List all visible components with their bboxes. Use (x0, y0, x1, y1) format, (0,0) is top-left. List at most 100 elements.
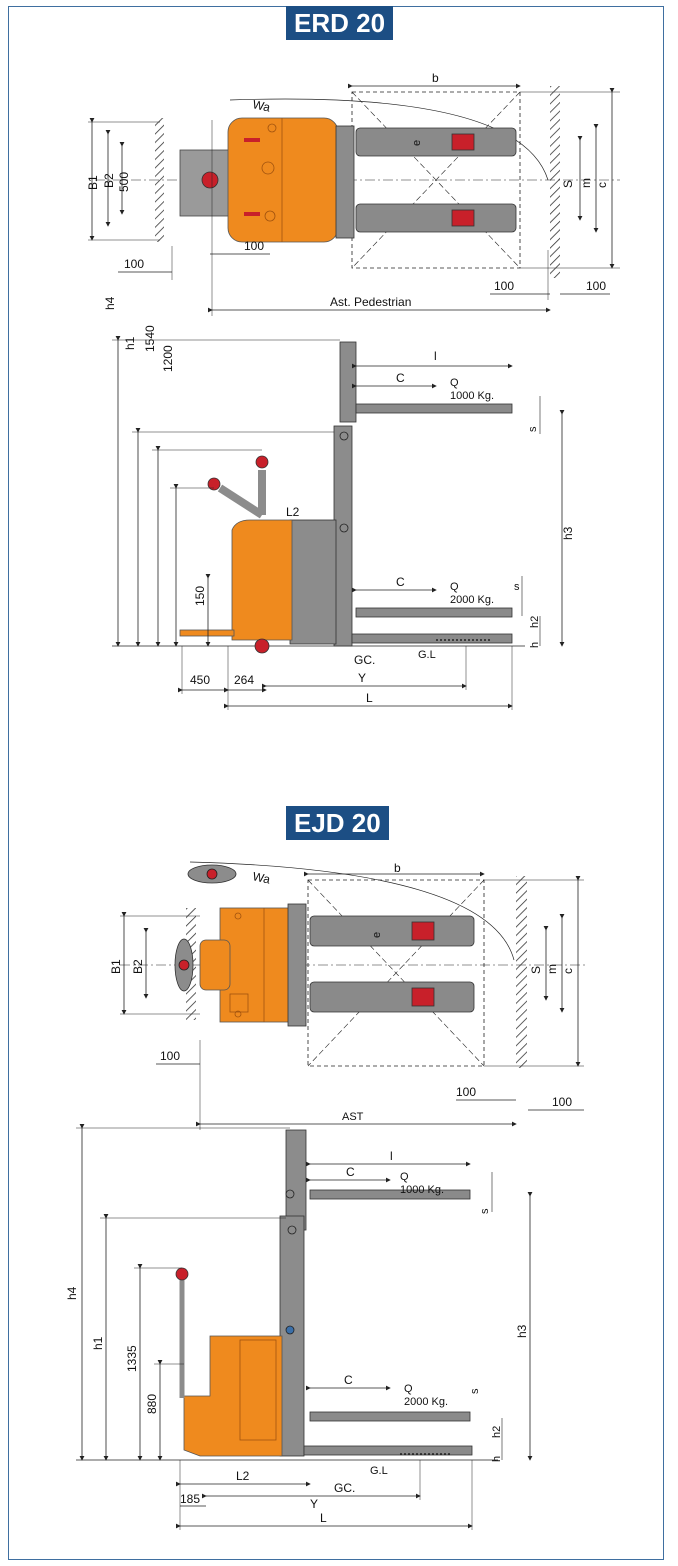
erd-l-total-label: L (366, 691, 373, 705)
ejd-gl-label: G.L (370, 1465, 388, 1477)
ejd-l-total-label: L (320, 1511, 327, 1525)
erd-battery (289, 519, 337, 645)
erd-l-label: l (434, 349, 437, 363)
erd-h-label: h (529, 642, 541, 648)
ejd-100-left-label: 100 (160, 1049, 180, 1063)
ejd-1335-label: 1335 (125, 1345, 139, 1372)
erd-fork-lower (355, 203, 517, 233)
erd-c-bot-label: C (396, 575, 405, 589)
ejd-fork-upper (309, 915, 475, 947)
ejd-load-bot-label: 2000 Kg. (404, 1396, 448, 1408)
erd-20-title: ERD 20 (286, 6, 394, 40)
ejd-20-title: EJD 20 (286, 806, 389, 840)
erd-load-top-label: 1000 Kg. (450, 390, 494, 402)
ejd-c-bot-label: C (344, 1373, 353, 1387)
ejd-right-wall (516, 876, 527, 1068)
erd-h3-label: h3 (561, 526, 575, 540)
ejd-ast-label: AST (342, 1111, 364, 1123)
ejd-fork-lower (309, 981, 475, 1013)
erd-y-label: Y (358, 671, 366, 685)
erd-side-labels: l C Q 1000 Kg. s h4 h1 1540 1200 L2 h3 1… (103, 296, 575, 705)
ejd-s-label: S (529, 966, 543, 974)
ejd-e-label: e (371, 932, 383, 938)
erd-b2-label: B2 (102, 173, 116, 188)
ejd-load-top-label: 1000 Kg. (400, 1184, 444, 1196)
ejd-h1-label: h1 (91, 1336, 105, 1350)
erd-s-label: S (561, 180, 575, 188)
erd-top-view (88, 83, 620, 316)
erd-e-label: e (411, 140, 423, 146)
ejd-side-labels: l C Q 1000 Kg. s h4 h1 1335 880 h3 C Q 2… (65, 1149, 529, 1525)
ejd-c-label: c (561, 968, 575, 974)
ejd-side-view (76, 1124, 533, 1530)
ejd-q-bot-label: Q (404, 1383, 413, 1395)
erd-500-label: 500 (117, 172, 131, 192)
erd-right-wall (550, 86, 560, 278)
ejd-y-label: Y (310, 1497, 318, 1511)
erd-platform-side (179, 629, 235, 637)
erd-100-right-outer-label: 100 (586, 279, 606, 293)
erd-150-label: 150 (193, 586, 207, 606)
ejd-mast-extension (285, 1129, 307, 1231)
erd-load-bot-label: 2000 Kg. (450, 594, 494, 606)
erd-s-bot-label: s (514, 581, 520, 593)
erd-s-top-label: s (527, 426, 539, 432)
erd-fork-raised (355, 403, 513, 414)
erd-top-labels: Wa b B1 B2 500 e S m c 100 100 100 100 A… (86, 71, 609, 309)
erd-fork-upper (355, 127, 517, 157)
erd-gl-label: G.L (418, 649, 436, 661)
ejd-s-bot-label: s (469, 1388, 481, 1394)
ejd-q-top-label: Q (400, 1171, 409, 1183)
ejd-fork-raised (309, 1189, 471, 1200)
erd-h4-label: h4 (103, 296, 117, 310)
erd-mast-extension (339, 341, 357, 423)
ejd-load-outline (307, 879, 485, 1067)
erd-m-label: m (579, 178, 593, 188)
erd-1200-label: 1200 (161, 345, 175, 372)
ejd-base-leg (303, 1445, 473, 1456)
ejd-gc-label: GC. (334, 1481, 355, 1495)
erd-100-mid-label: 100 (244, 239, 264, 253)
erd-q-bot-label: Q (450, 581, 459, 593)
erd-264-label: 264 (234, 673, 254, 687)
erd-c-top-label: C (396, 371, 405, 385)
erd-100-left-label: 100 (124, 257, 144, 271)
ejd-mast-side (279, 1215, 305, 1457)
erd-body-side (231, 519, 293, 641)
ejd-b-label: b (394, 861, 401, 875)
erd-h1-label: h1 (123, 336, 137, 350)
ejd-s-top-label: s (479, 1208, 491, 1214)
ejd-100-mid-label: 100 (456, 1085, 476, 1099)
erd-c-label: c (595, 182, 609, 188)
erd-100-right-inner-label: 100 (494, 279, 514, 293)
ejd-h2-label: h2 (491, 1426, 503, 1438)
erd-body (227, 117, 339, 243)
erd-side-view (112, 336, 565, 710)
ejd-100-right-label: 100 (552, 1095, 572, 1109)
erd-fork-top-lowered (355, 607, 513, 618)
ejd-h4-label: h4 (65, 1286, 79, 1300)
erd-mast (335, 125, 355, 239)
erd-l2-label: L2 (286, 505, 300, 519)
erd-ast-label: Ast. Pedestrian (330, 295, 411, 309)
ejd-185-label: 185 (180, 1492, 200, 1506)
ejd-top-labels: Wa b B1 B2 e S m c 100 100 100 AST (109, 861, 575, 1123)
erd-gc-label: GC. (354, 653, 375, 667)
ejd-wa-label: Wa (251, 869, 271, 886)
erd-b1-label: B1 (86, 175, 100, 190)
erd-1540-label: 1540 (143, 325, 157, 352)
ejd-l2-label: L2 (236, 1469, 250, 1483)
erd-mast-side (333, 425, 353, 647)
erd-q-top-label: Q (450, 377, 459, 389)
ejd-b1-label: B1 (109, 959, 123, 974)
erd-handle-head (201, 171, 219, 189)
ejd-l-label: l (390, 1149, 393, 1163)
ejd-top-view (120, 861, 585, 1130)
erd-left-wall (155, 118, 164, 242)
erd-h2-label: h2 (529, 616, 541, 628)
erd-base-leg (351, 633, 513, 644)
ejd-b2-label: B2 (131, 959, 145, 974)
ejd-mast (287, 903, 307, 1027)
